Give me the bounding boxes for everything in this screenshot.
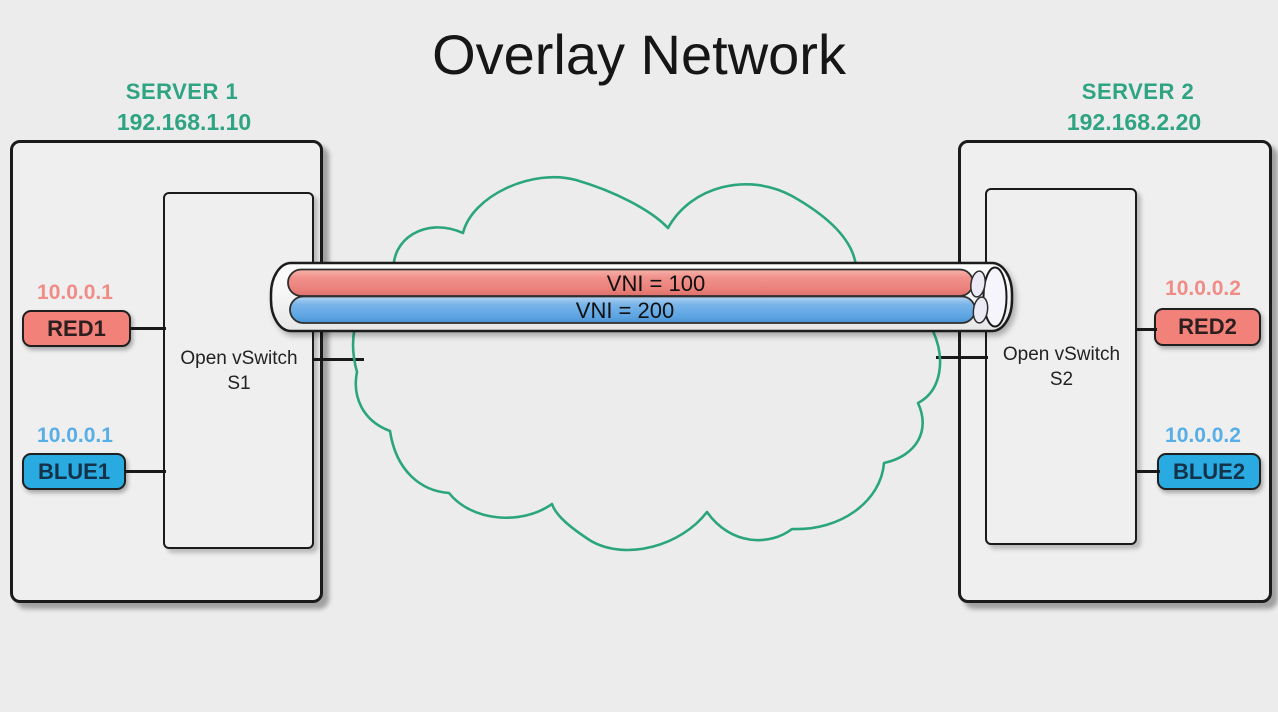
- wire-cloud-ovs2: [936, 356, 988, 359]
- wire-ovs2-blue2: [1135, 470, 1160, 473]
- server1-name: SERVER 1: [125, 79, 239, 104]
- server2-name: SERVER 2: [1081, 79, 1195, 104]
- server1-ip: 192.168.1.10: [116, 109, 252, 135]
- red1-label: RED1: [47, 315, 106, 341]
- ovs-s1-label-line2: S1: [227, 373, 251, 394]
- wire-ovs2-red2: [1135, 328, 1157, 331]
- red2-label: RED2: [1178, 314, 1237, 339]
- wire-red1-ovs1: [130, 327, 166, 330]
- ovs-s2-label: Open vSwitch S2: [985, 188, 1138, 546]
- ovs-s1-label: Open vSwitch S1: [163, 192, 315, 550]
- blue2-ip: 10.0.0.2: [1165, 424, 1241, 447]
- ovs-s1-box: [163, 192, 314, 549]
- server2-ip: 192.168.2.20: [1066, 109, 1202, 135]
- vni-200-label: VNI = 200: [575, 298, 675, 323]
- red2-ip: 10.0.0.2: [1165, 277, 1241, 300]
- ovs-s1-label-line1: Open vSwitch: [180, 348, 298, 369]
- red2-box: RED2: [1154, 308, 1261, 346]
- ovs-s2-box: [985, 188, 1137, 545]
- ovs-s2-label-line2: S2: [1049, 369, 1074, 390]
- blue1-label: BLUE1: [37, 458, 111, 484]
- vni-100-label: VNI = 100: [606, 271, 706, 296]
- blue2-label: BLUE2: [1172, 458, 1246, 484]
- blue1-box: BLUE1: [22, 453, 126, 490]
- ovs-s2-label-line1: Open vSwitch: [1002, 344, 1121, 365]
- page-title: Overlay Network: [432, 23, 846, 86]
- wire-ovs1-cloud: [312, 358, 364, 361]
- blue2-box: BLUE2: [1157, 453, 1261, 490]
- blue1-ip: 10.0.0.1: [37, 424, 113, 447]
- internet-cloud: [351, 175, 942, 552]
- red1-box: RED1: [22, 310, 131, 347]
- red1-ip: 10.0.0.1: [37, 281, 113, 304]
- wire-blue1-ovs1: [125, 470, 166, 473]
